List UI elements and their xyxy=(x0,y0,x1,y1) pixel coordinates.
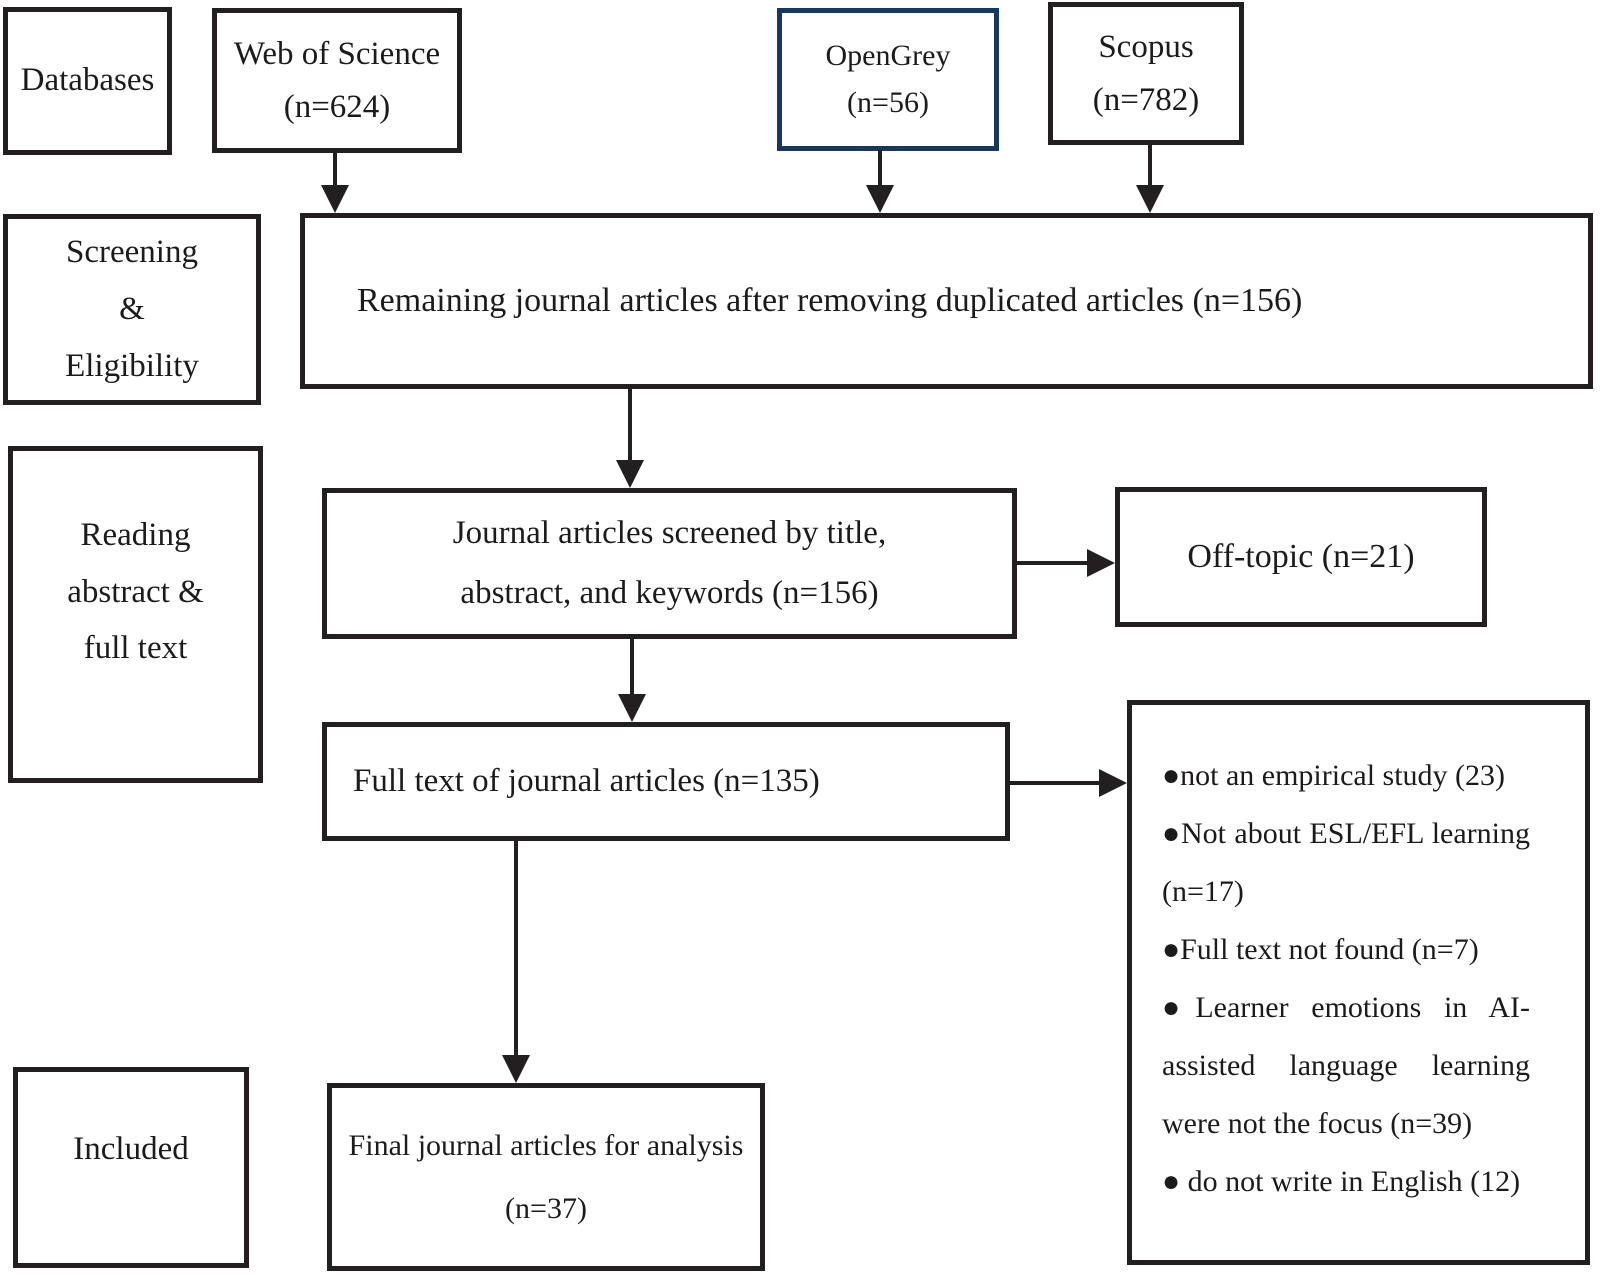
screening-line: Screening xyxy=(66,234,198,271)
opengrey-label: OpenGrey (n=56) xyxy=(825,39,951,119)
ampersand-line: & xyxy=(119,291,145,328)
off-topic-text: Off-topic (n=21) xyxy=(1187,537,1415,575)
arrowhead-down-icon xyxy=(502,1055,530,1083)
screened-text-line2: abstract, and keywords (n=156) xyxy=(460,574,879,611)
fulltext-line: full text xyxy=(83,630,188,667)
web-of-science-box: Web of Science (n=624) xyxy=(212,8,462,153)
arrow-scopus-to-remaining xyxy=(1136,145,1164,213)
databases-label: Databases xyxy=(20,62,155,99)
off-topic-box: Off-topic (n=21) xyxy=(1115,487,1487,627)
included-stage-box: Included xyxy=(13,1067,249,1268)
arrowhead-down-icon xyxy=(618,694,646,722)
opengrey-box: OpenGrey (n=56) xyxy=(777,8,999,151)
exclusion-item: ●not an empirical study (23) xyxy=(1162,759,1506,792)
arrow-remaining-to-screened xyxy=(616,389,644,488)
arrow-opengrey-to-remaining xyxy=(866,150,894,213)
arrow-line xyxy=(514,841,518,1059)
scopus-count: (n=782) xyxy=(1092,81,1200,118)
scopus-box: Scopus (n=782) xyxy=(1048,2,1244,145)
arrow-line xyxy=(628,389,632,464)
arrowhead-right-icon xyxy=(1099,769,1127,797)
abstract-line: abstract & xyxy=(67,573,204,610)
final-text-line1: Final journal articles for analysis xyxy=(348,1129,744,1162)
exclusion-item: ●Full text not found (n=7) xyxy=(1162,933,1479,966)
reading-line: Reading xyxy=(80,516,191,553)
web-of-science-count: (n=624) xyxy=(283,88,391,125)
full-text-box: Full text of journal articles (n=135) xyxy=(322,722,1010,841)
final-text-line2: (n=37) xyxy=(505,1192,587,1225)
arrowhead-down-icon xyxy=(321,185,349,213)
arrow-line xyxy=(1010,781,1103,785)
screened-by-title-box: Journal articles screened by title, abst… xyxy=(322,488,1017,639)
included-label: Included xyxy=(73,1131,189,1168)
arrowhead-right-icon xyxy=(1087,549,1115,577)
arrowhead-down-icon xyxy=(866,185,894,213)
remaining-after-duplicates-box: Remaining journal articles after removin… xyxy=(300,213,1593,389)
arrow-screened-to-fulltext xyxy=(618,639,646,722)
arrow-line xyxy=(333,152,337,189)
arrow-line xyxy=(630,639,634,698)
exclusion-item: ●Not about ESL/EFL learning (n=17) xyxy=(1162,817,1530,908)
arrow-fulltext-to-final xyxy=(502,841,530,1083)
databases-label-box: Databases xyxy=(3,7,172,155)
arrow-fulltext-to-exclusion xyxy=(1010,769,1127,797)
eligibility-line: Eligibility xyxy=(65,347,199,384)
reading-stage-box: Reading abstract & full text xyxy=(8,446,263,783)
arrow-line xyxy=(878,150,882,189)
full-text-text: Full text of journal articles (n=135) xyxy=(353,762,820,799)
exclusion-reasons-box: ●not an empirical study (23) ●Not about … xyxy=(1127,700,1590,1265)
arrow-line xyxy=(1148,145,1152,189)
screened-text-line1: Journal articles screened by title, xyxy=(452,515,887,552)
remaining-text: Remaining journal articles after removin… xyxy=(357,281,1303,319)
arrow-screened-to-offtopic xyxy=(1017,549,1115,577)
exclusion-item: ● do not write in English (12) xyxy=(1162,1165,1521,1198)
scopus-name: Scopus xyxy=(1098,28,1194,65)
exclusion-item: ●Learner emotions in AI-assisted languag… xyxy=(1162,991,1530,1140)
arrow-line xyxy=(1017,561,1091,565)
final-articles-box: Final journal articles for analysis (n=3… xyxy=(327,1083,765,1271)
screening-eligibility-stage-box: Screening & Eligibility xyxy=(3,214,261,405)
web-of-science-name: Web of Science xyxy=(233,35,441,72)
arrowhead-down-icon xyxy=(616,460,644,488)
arrow-wos-to-remaining xyxy=(321,152,349,213)
arrowhead-down-icon xyxy=(1136,185,1164,213)
